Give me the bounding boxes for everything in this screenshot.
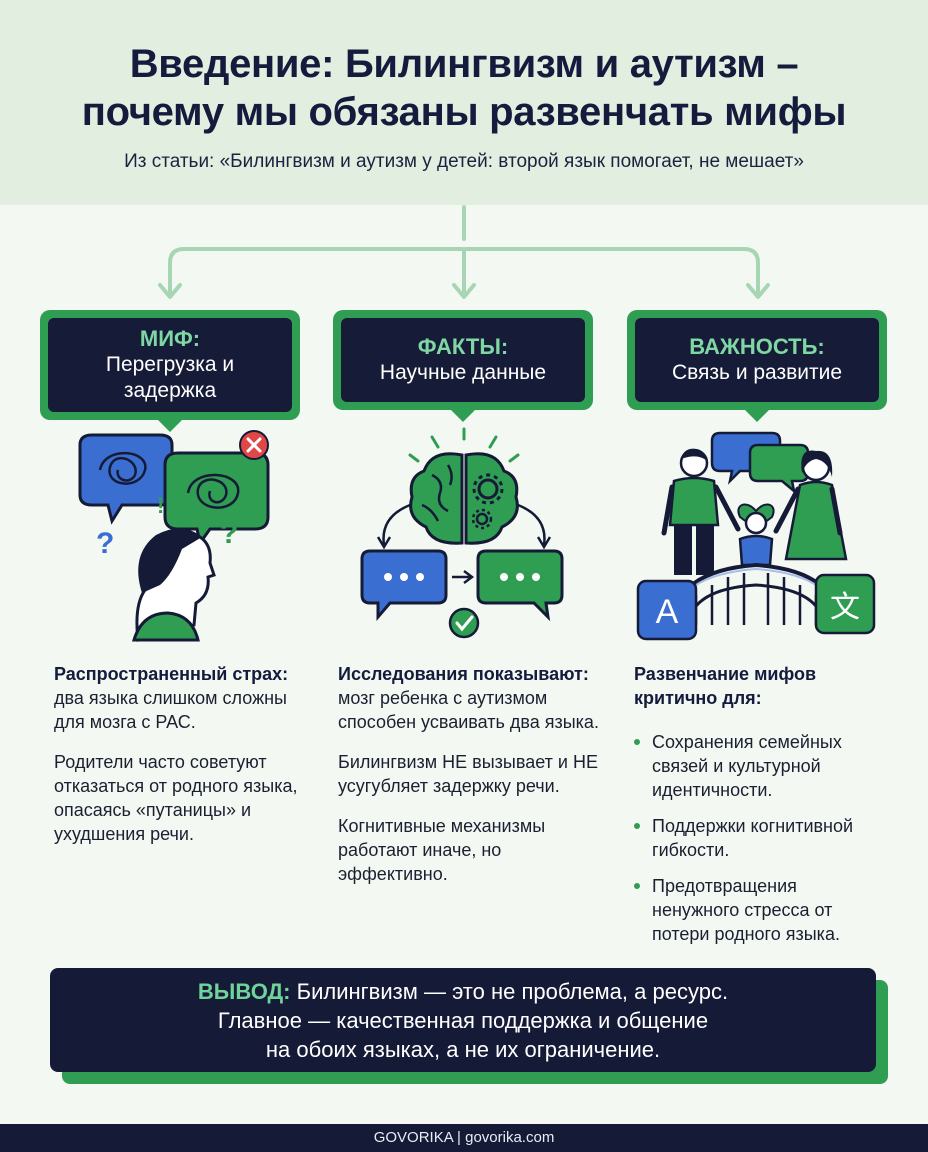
label-myth: МИФ: Перегрузка и задержка (40, 310, 300, 432)
page-title: Введение: Билингвизм и аутизм – почему м… (20, 40, 908, 136)
title-line-1: Введение: Билингвизм и аутизм – (129, 42, 799, 86)
myth-paragraph-2: Родители часто советуют отказаться от ро… (54, 752, 298, 844)
conclusion-line-1-text: Билингвизм — это не проблема, а ресурс. (290, 978, 729, 1004)
glyph-a: A (656, 593, 679, 631)
label-facts: ФАКТЫ: Научные данные (333, 310, 593, 422)
brain-speech-icon (360, 427, 564, 639)
label-importance: ВАЖНОСТЬ: Связь и развитие (627, 310, 887, 422)
list-item: Сохранения семейных связей и культурной … (634, 730, 884, 802)
svg-text:!: ! (157, 493, 164, 518)
myth-p1-rest: два языка слишком сложны для мозга с РАС… (54, 688, 287, 732)
label-importance-title: ВАЖНОСТЬ: (689, 334, 825, 359)
label-facts-title: ФАКТЫ: (417, 334, 509, 359)
facts-lead: Исследования показывают: (338, 664, 589, 684)
importance-lead: Развенчание мифов критично для: (634, 664, 817, 708)
facts-paragraph-3: Когнитивные механизмы работают иначе, но… (338, 816, 546, 884)
myth-paragraph-1: Распространенный страх: два языка слишко… (54, 662, 304, 734)
column-facts-text: Исследования показывают: мозг ребенка с … (338, 662, 604, 902)
header-banner: Введение: Билингвизм и аутизм – почему м… (0, 0, 928, 205)
label-myth-title: МИФ: (139, 326, 201, 351)
label-facts-sub: Научные данные (379, 361, 547, 384)
column-importance-text: Развенчание мифов критично для: Сохранен… (634, 662, 884, 958)
glyph-wen: 文 (830, 590, 860, 625)
confused-child-icon: ? ? ! (78, 430, 270, 642)
myth-lead: Распространенный страх: (54, 664, 289, 684)
connector-arrows (158, 205, 770, 299)
facts-paragraph-2: Билингвизм НЕ вызывает и НЕ усугубляет з… (338, 752, 598, 796)
conclusion-box: ВЫВОД: Билингвизм — это не проблема, а р… (50, 968, 876, 1072)
family-bridge-icon: A 文 (636, 431, 876, 641)
importance-list: Сохранения семейных связей и культурной … (634, 730, 884, 946)
svg-text:?: ? (220, 517, 238, 550)
svg-text:?: ? (96, 527, 114, 560)
label-importance-pointer (745, 410, 769, 422)
column-myth-text: Распространенный страх: два языка слишко… (54, 662, 304, 862)
list-item: Поддержки когнитивной гибкости. (634, 814, 884, 862)
list-item: Предотвращения ненужного стресса от поте… (634, 874, 884, 946)
label-facts-pointer (451, 410, 475, 422)
facts-p1-rest: мозг ребенка с аутизмом способен усваива… (338, 688, 599, 732)
label-myth-sub-1: Перегрузка и (105, 353, 235, 376)
conclusion-line-3: на обоих языках, а не их ограничение. (265, 1036, 661, 1062)
title-line-2: почему мы обязаны развенчать мифы (81, 90, 847, 134)
conclusion-lead: ВЫВОД: (197, 978, 291, 1004)
page-subtitle: Из статьи: «Билингвизм и аутизм у детей:… (124, 151, 804, 172)
conclusion-line-1: ВЫВОД: Билингвизм — это не проблема, а р… (198, 977, 728, 1006)
label-myth-pointer (158, 420, 182, 432)
footer-credit[interactable]: GOVORIKA | govorika.com (0, 1124, 928, 1152)
facts-paragraph-1: Исследования показывают: мозг ребенка с … (338, 662, 604, 734)
label-importance-sub: Связь и развитие (671, 361, 843, 384)
conclusion-line-2: Главное — качественная поддержка и общен… (217, 1007, 709, 1033)
label-myth-sub-2: задержка (123, 379, 217, 402)
